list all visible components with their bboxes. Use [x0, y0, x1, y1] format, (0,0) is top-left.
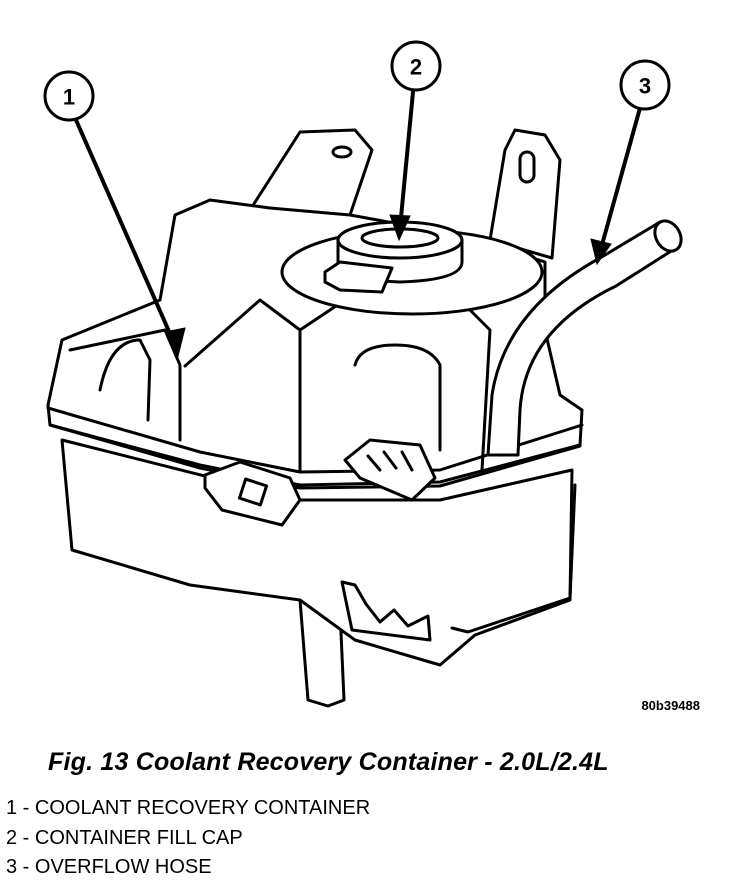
leader-line-2 — [398, 90, 415, 230]
leader-line-1 — [74, 118, 177, 347]
drain-notch — [340, 580, 432, 642]
callout-number-2: 2 — [410, 55, 422, 80]
figure-reference-code: 80b39488 — [641, 698, 700, 713]
callout-circle-1 — [43, 70, 95, 122]
callout-number-3: 3 — [639, 74, 651, 99]
callout-circle-3 — [619, 59, 671, 111]
lower-tank-body — [60, 438, 574, 667]
legend-item: 2 - CONTAINER FILL CAP — [6, 826, 243, 849]
right-mounting-bracket — [488, 128, 562, 260]
figure-caption: Fig. 13 Coolant Recovery Container - 2.0… — [48, 748, 609, 776]
legend-item: 3 - OVERFLOW HOSE — [6, 856, 212, 878]
callout-circle-2 — [390, 40, 442, 92]
fill-cap-tab — [323, 260, 394, 294]
legend-list: 1 - COOLANT RECOVERY CONTAINER 2 - CONTA… — [6, 794, 370, 883]
leader-line-3 — [598, 106, 642, 254]
legend-item: 1 - COOLANT RECOVERY CONTAINER — [6, 797, 371, 819]
callout-number-1: 1 — [63, 85, 75, 110]
right-clip — [343, 438, 437, 502]
coolant-container-illustration: 1 2 3 — [43, 40, 683, 708]
